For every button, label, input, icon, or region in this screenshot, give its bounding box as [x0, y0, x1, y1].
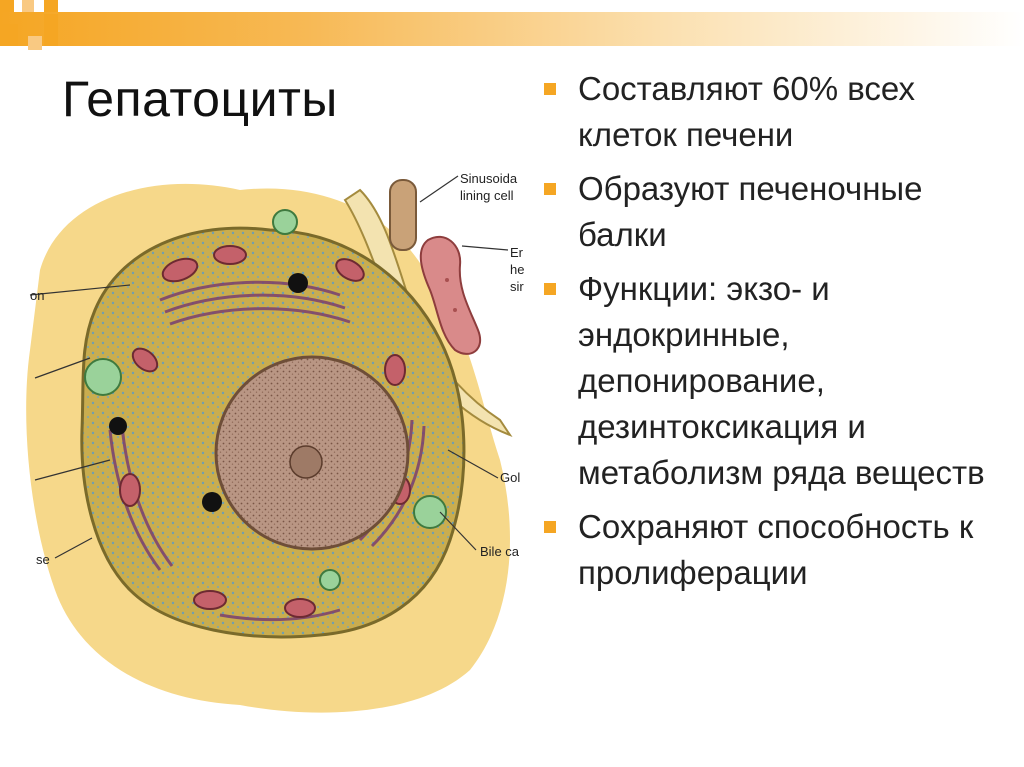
orange-square-bullet-icon [544, 283, 556, 295]
bullet-text: Сохраняют способность к пролиферации [578, 508, 974, 591]
corner-square-2 [22, 0, 34, 12]
label-erythrocyte-2: he [510, 262, 524, 277]
bullet-item: Функции: экзо- и эндокринные, депонирова… [540, 266, 1010, 496]
bullet-item: Составляют 60% всех клеток печени [540, 66, 1010, 158]
orange-square-bullet-icon [544, 183, 556, 195]
label-left-se: se [36, 552, 50, 567]
bullet-text: Составляют 60% всех клеток печени [578, 70, 915, 153]
bullet-list: Составляют 60% всех клеток печени Образу… [540, 66, 1010, 604]
label-golgi: Gol [500, 470, 520, 485]
label-sinusoidal-2: lining cell [460, 188, 514, 203]
corner-square-3 [44, 0, 58, 12]
hepatocyte-illustration: Sinusoida lining cell Er he sir on Gol B… [26, 171, 524, 713]
label-erythrocyte-1: Er [510, 245, 524, 260]
orange-square-bullet-icon [544, 521, 556, 533]
bullet-text: Образуют печеночные балки [578, 170, 923, 253]
bullet-item: Сохраняют способность к пролиферации [540, 504, 1010, 596]
nucleolus [289, 445, 323, 479]
slide-title: Гепатоциты [62, 71, 338, 127]
erythrocyte [419, 235, 481, 355]
corner-square-4 [0, 24, 18, 46]
label-bile-canaliculus: Bile ca [480, 544, 520, 559]
bullet-text: Функции: экзо- и эндокринные, депонирова… [578, 270, 985, 491]
label-sinusoidal-1: Sinusoida [460, 171, 518, 186]
sinusoid-tube [389, 179, 417, 251]
label-left-on: on [30, 288, 44, 303]
orange-square-bullet-icon [544, 83, 556, 95]
corner-square-1 [0, 0, 14, 12]
label-erythrocyte-3: sir [510, 279, 524, 294]
header-gradient-bar [0, 12, 1024, 46]
corner-square-5 [28, 36, 42, 50]
bullet-item: Образуют печеночные балки [540, 166, 1010, 258]
corner-square-6 [44, 14, 58, 46]
